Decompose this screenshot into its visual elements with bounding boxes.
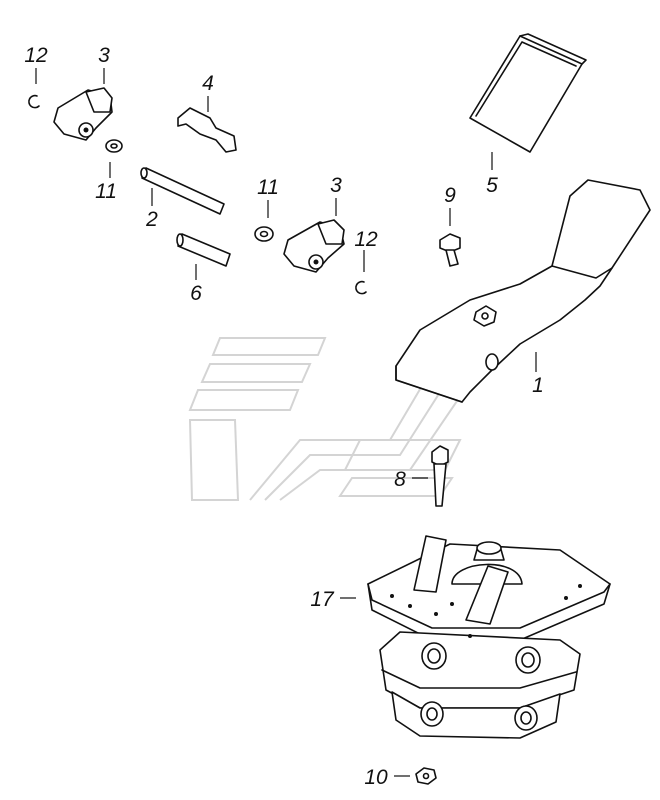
callout-3-left: 3 [98, 44, 110, 67]
callout-8: 8 [394, 468, 406, 491]
callout-11-left: 11 [95, 180, 117, 203]
brake-valve-17 [367, 535, 611, 739]
callout-10: 10 [364, 766, 388, 789]
callout-17: 17 [310, 588, 335, 611]
callout-12-right: 12 [354, 228, 378, 251]
leader-lines [35, 68, 537, 777]
callout-3-right: 3 [330, 174, 342, 197]
callout-5: 5 [486, 174, 498, 197]
washer-11-left [105, 139, 123, 153]
washer-11-right [254, 226, 274, 242]
callout-6: 6 [190, 282, 202, 305]
callout-labels: 12 3 4 5 11 2 11 3 9 12 6 1 8 17 10 [24, 44, 544, 789]
callout-11-right: 11 [257, 176, 279, 199]
callout-1: 1 [532, 374, 544, 397]
callout-4: 4 [202, 72, 214, 95]
spring-plate-4 [177, 107, 237, 153]
bolt-8 [431, 445, 449, 507]
callout-9: 9 [444, 184, 456, 207]
watermark-logo [188, 329, 486, 501]
pedal-lever-1 [395, 179, 651, 403]
bolt-9 [439, 233, 461, 267]
nut-10 [415, 767, 437, 785]
callout-12-left: 12 [24, 44, 48, 67]
pin-2 [140, 167, 225, 215]
retaining-clip-12-right [355, 280, 367, 295]
pin-6 [176, 233, 231, 267]
callout-2: 2 [145, 208, 158, 231]
pedal-pad-5 [469, 33, 587, 153]
clevis-3-left [53, 87, 113, 141]
retaining-clip-12-left [28, 94, 40, 109]
clevis-3-right [283, 219, 345, 273]
